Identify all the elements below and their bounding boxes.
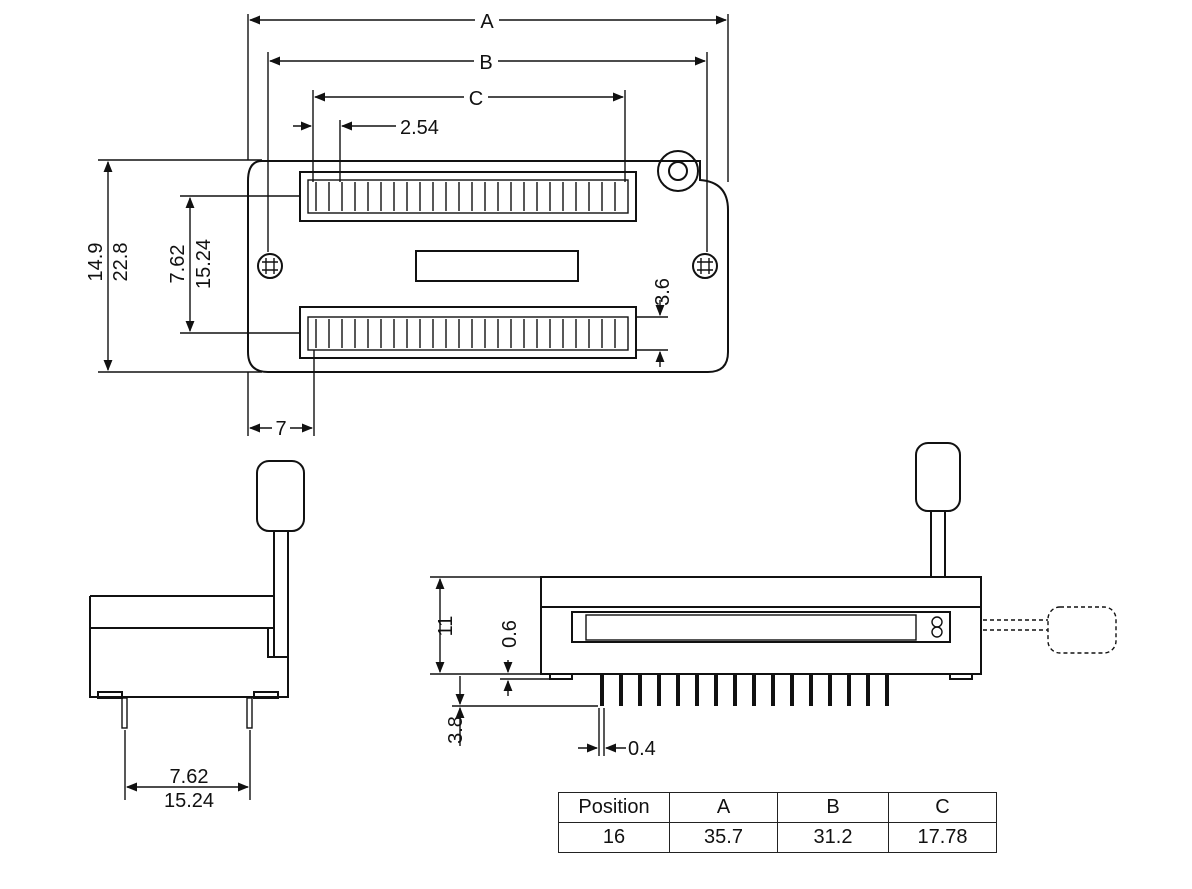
front-pin (695, 674, 699, 706)
front-pin (714, 674, 718, 706)
side-view-body (89, 595, 289, 698)
front-dim-pin-width-label: 0.4 (628, 738, 656, 760)
table-header-cell: C (888, 792, 997, 823)
table-row: 16 35.7 31.2 17.78 (558, 822, 997, 853)
table-header-cell: Position (558, 792, 670, 823)
dim-C-label: C (469, 88, 483, 110)
dim-pitch-label: 2.54 (400, 117, 439, 139)
lever-handle (256, 460, 305, 532)
front-pin (809, 674, 813, 706)
front-pin (619, 674, 623, 706)
dim-slot-width-label: 3.6 (652, 278, 674, 306)
dim-A-label: A (480, 11, 494, 33)
front-pin (828, 674, 832, 706)
dim-row-spacing-1-label: 7.62 (167, 245, 189, 284)
front-pin (657, 674, 661, 706)
front-dim-pin-length-label: 3.8 (445, 716, 467, 744)
side-view: 7.62 15.24 (89, 460, 305, 812)
front-pin (771, 674, 775, 706)
front-pin (600, 674, 604, 706)
top-view-body (247, 160, 729, 373)
side-dim-row-spacing-2-label: 15.24 (164, 790, 214, 812)
table-header-row: Position A B C (558, 792, 997, 823)
dim-height-outer-label: 22.8 (110, 243, 132, 282)
right-screw-icon (692, 253, 718, 279)
side-dim-row-spacing-1-label: 7.62 (170, 766, 209, 788)
table-cell: 16 (558, 822, 670, 853)
table-cell: 31.2 (777, 822, 889, 853)
front-pin (676, 674, 680, 706)
table-cell: 35.7 (669, 822, 778, 853)
front-pin (752, 674, 756, 706)
table-header-cell: B (777, 792, 889, 823)
front-pin (847, 674, 851, 706)
front-lever-handle (915, 442, 961, 512)
left-screw-icon (257, 253, 283, 279)
front-pin (638, 674, 642, 706)
front-pin (866, 674, 870, 706)
front-pin (733, 674, 737, 706)
dim-row-spacing-2-label: 15.24 (193, 239, 215, 289)
dim-B-label: B (479, 52, 492, 74)
table-header-cell: A (669, 792, 778, 823)
lever-pivot-hole (668, 161, 688, 181)
lever-open-position (1047, 606, 1117, 654)
lower-contact-row (299, 306, 637, 359)
right-pin (246, 697, 253, 729)
dimension-table: Position A B C 16 35.7 31.2 17.78 (558, 792, 997, 853)
front-pins (600, 674, 889, 706)
table-cell: 17.78 (888, 822, 997, 853)
front-dim-standoff-label: 0.6 (499, 620, 521, 648)
lever-pivot-ring (657, 150, 699, 192)
upper-contact-row (299, 171, 637, 222)
front-view: 11 0.6 3.8 0.4 (430, 442, 1117, 760)
front-pin (885, 674, 889, 706)
left-pin (121, 697, 128, 729)
front-dim-height-label: 11 (435, 616, 457, 637)
dim-height-inner-label: 14.9 (85, 243, 107, 282)
front-view-body (540, 576, 982, 675)
dim-left-offset-label: 7 (275, 418, 286, 440)
label-window (415, 250, 579, 282)
front-pin (790, 674, 794, 706)
top-view: A B C 2.54 14.9 22.8 7.62 15.24 (85, 11, 729, 440)
